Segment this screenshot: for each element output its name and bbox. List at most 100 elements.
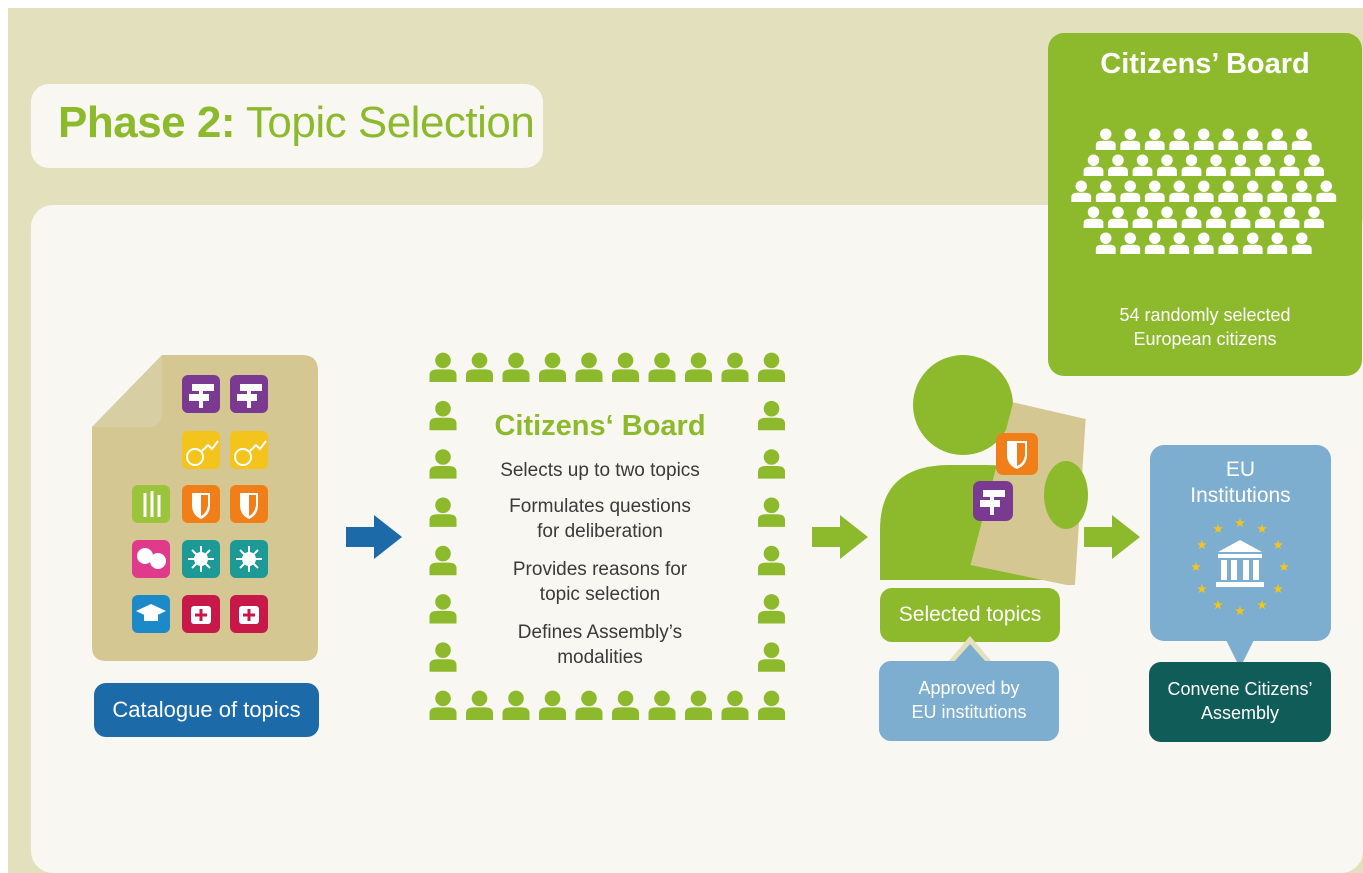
person-icon	[721, 690, 749, 720]
theatre-masks-icon	[132, 540, 170, 578]
sun-icon	[230, 540, 268, 578]
globe-growth-icon	[230, 431, 268, 469]
signpost-icon	[973, 481, 1013, 521]
eu-star-icon	[1279, 562, 1289, 571]
title-phase: Phase 2:	[58, 98, 235, 147]
person-with-document-icon	[880, 355, 1088, 585]
person-icon	[758, 690, 785, 720]
crowd-person-icon	[1193, 128, 1214, 150]
crowd-person-icon	[1304, 206, 1324, 228]
person-icon	[466, 352, 493, 382]
eu-star-icon	[1213, 600, 1223, 610]
person-icon	[429, 497, 457, 527]
eu-star-icon	[1273, 584, 1283, 593]
eu-star-icon	[1273, 540, 1283, 549]
crowd-person-icon	[1242, 180, 1263, 202]
board-line-3: for deliberation	[537, 521, 663, 542]
eu-star-icon	[1197, 540, 1207, 549]
citizens-board-frame	[429, 352, 785, 720]
eu-star-icon	[1197, 584, 1207, 593]
crowd-person-icon	[1120, 232, 1141, 254]
crowd-person-icon	[1144, 128, 1165, 150]
crowd-person-icon	[1157, 154, 1177, 176]
crowd-person-icon	[1316, 180, 1337, 202]
crowd-person-icon	[1206, 154, 1226, 176]
person-icon	[466, 690, 493, 720]
crowd-person-icon	[1169, 128, 1190, 150]
crowd-person-icon	[1083, 206, 1104, 228]
crowd-person-icon	[1230, 206, 1251, 228]
arrow-right-icon	[1084, 515, 1140, 559]
crowd-person-icon	[1169, 180, 1190, 202]
person-icon	[685, 690, 712, 720]
board-line-4: Provides reasons for	[512, 559, 688, 580]
crowd-person-icon	[1095, 128, 1116, 150]
crowd-person-icon	[1242, 232, 1263, 254]
crowd-person-icon	[1144, 232, 1165, 254]
board-line-5: topic selection	[539, 584, 661, 605]
crowd-person-icon	[1108, 206, 1128, 228]
subtitle-line-1: 54 randomly selected	[1119, 305, 1291, 325]
board-line-1: Selects up to two topics	[500, 460, 700, 481]
eu-star-icon	[1235, 606, 1245, 615]
crowd-person-icon	[1181, 154, 1202, 176]
person-icon	[429, 594, 457, 624]
crowd-person-icon	[1255, 154, 1275, 176]
page-title: Phase 2: Topic Selection	[58, 98, 535, 148]
wheat-icon	[132, 485, 170, 523]
person-icon	[758, 400, 785, 431]
crowd-person-icon	[1169, 232, 1190, 254]
approved-box	[879, 661, 1059, 741]
crowd-person-icon	[1291, 180, 1312, 202]
shield-icon	[182, 485, 220, 523]
person-icon	[758, 642, 785, 672]
crowd-icon	[1071, 128, 1337, 254]
crowd-person-icon	[1267, 128, 1288, 150]
approved-line-2: EU institutions	[911, 702, 1027, 722]
crowd-person-icon	[1267, 232, 1288, 254]
crowd-person-icon	[1120, 128, 1141, 150]
selected-topics-label: Selected topics	[880, 588, 1060, 642]
crowd-person-icon	[1230, 154, 1251, 176]
person-icon	[429, 400, 457, 431]
person-icon	[648, 690, 676, 720]
crowd-person-icon	[1279, 206, 1300, 228]
person-icon	[758, 497, 785, 527]
convene-text: Convene Citizens’ Assembly	[1149, 677, 1331, 725]
globe-growth-icon	[182, 431, 220, 469]
person-icon	[539, 690, 566, 720]
crowd-person-icon	[1120, 180, 1141, 202]
title-box	[31, 84, 543, 168]
eu-title-line-1: EU	[1225, 458, 1256, 481]
person-icon	[429, 352, 457, 382]
convene-box	[1149, 662, 1331, 742]
crowd-person-icon	[1279, 154, 1300, 176]
board-line-6: Defines Assembly’s	[517, 622, 683, 643]
person-icon	[575, 352, 603, 382]
person-icon	[721, 352, 749, 382]
shield-icon	[996, 433, 1038, 475]
person-icon	[539, 352, 566, 382]
person-icon	[758, 594, 785, 624]
eu-star-icon	[1257, 523, 1267, 533]
graduation-cap-icon	[132, 595, 170, 633]
arrow-right-icon	[812, 515, 868, 559]
crowd-person-icon	[1108, 154, 1128, 176]
catalogue-document	[92, 355, 318, 661]
crowd-person-icon	[1267, 180, 1288, 202]
signpost-icon	[182, 375, 220, 413]
person-icon	[758, 545, 785, 576]
crowd-person-icon	[1181, 206, 1202, 228]
crowd-person-icon	[1218, 128, 1239, 150]
crowd-person-icon	[1255, 206, 1275, 228]
citizens-board-panel-title: Citizens’ Board	[1100, 48, 1310, 80]
convene-line-2: Assembly	[1200, 703, 1280, 723]
person-icon	[575, 690, 603, 720]
sun-icon	[182, 540, 220, 578]
shield-icon	[230, 485, 268, 523]
crowd-person-icon	[1157, 206, 1177, 228]
person-icon	[612, 352, 639, 382]
person-icon	[685, 352, 712, 382]
crowd-person-icon	[1071, 180, 1092, 202]
arrow-right-icon	[346, 515, 402, 559]
